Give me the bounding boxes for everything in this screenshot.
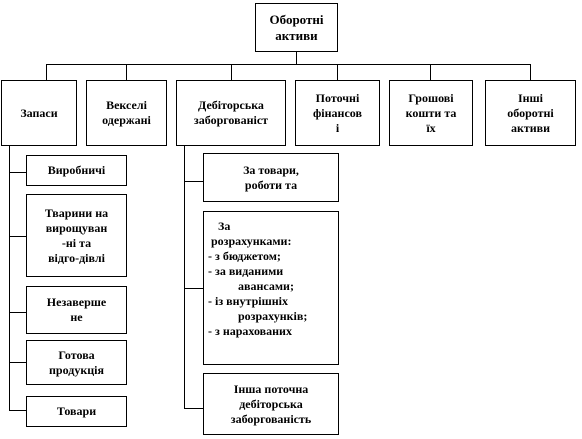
item-heading: За: [218, 219, 231, 233]
root-label-line1: Оборотні: [269, 11, 324, 27]
category-groshovi: Грошові кошти та їх: [389, 80, 473, 146]
category-label: кошти та: [405, 105, 457, 120]
item-label: Інша поточна: [233, 381, 309, 396]
zapasy-item-hotova-produktsiia: Готова продукція: [26, 340, 127, 385]
item-label: -ні та: [61, 235, 92, 250]
category-inshi: Інші оборотні активи: [485, 80, 576, 146]
item-label: відго-дівлі: [48, 250, 105, 265]
item-label: вирощуван: [45, 220, 108, 235]
zapasy-item-tovary: Товари: [26, 396, 127, 427]
item-label: Готова: [58, 347, 95, 362]
category-label: Поточні: [315, 90, 360, 105]
root-label-line2: активи: [275, 27, 318, 43]
item-label: Товари: [56, 404, 97, 418]
category-potochni: Поточні фінансов і: [295, 80, 380, 146]
item-label: роботи та: [244, 177, 298, 192]
item-label: продукція: [49, 362, 104, 377]
category-label: фінансов: [313, 105, 362, 120]
debitor-item-za-tovary: За товари, роботи та: [203, 153, 339, 202]
list-item: - із внутрішніх: [208, 294, 288, 308]
category-label: Запаси: [20, 105, 58, 120]
item-heading: розрахунками:: [211, 234, 292, 248]
root-node: Оборотні активи: [255, 3, 338, 52]
category-label: Грошові: [408, 90, 454, 105]
category-label: їх: [426, 120, 436, 135]
category-label: заборгованіст: [193, 113, 269, 127]
category-label: Дебіторська: [198, 98, 264, 112]
zapasy-item-vyrobnychi: Виробничі: [26, 155, 127, 186]
category-label: оборотні: [507, 105, 554, 120]
category-label: Векселі: [106, 98, 147, 112]
debitor-item-insha: Інша поточна дебіторська заборгованість: [203, 373, 339, 435]
category-label: і: [335, 120, 340, 135]
item-label: Незаверше: [46, 295, 107, 309]
zapasy-item-nezavershene: Незаверше не: [26, 286, 127, 334]
item-label: не: [70, 310, 83, 324]
item-label: дебіторська: [239, 396, 303, 411]
category-zapasy: Запаси: [1, 80, 77, 146]
category-vekseli: Векселі одержані: [86, 80, 167, 146]
category-label: Інші: [517, 90, 544, 105]
zapasy-item-tvaryny: Тварини на вирощуван -ні та відго-дівлі: [26, 194, 127, 277]
list-item: - за виданими: [208, 264, 284, 278]
list-item: розрахунків;: [238, 309, 308, 323]
category-label: активи: [510, 120, 551, 135]
list-item: авансами;: [238, 279, 294, 293]
item-label: За товари,: [243, 162, 299, 177]
list-item: - з бюджетом;: [208, 249, 281, 263]
item-label: Виробничі: [47, 163, 106, 177]
item-label: заборгованість: [230, 411, 312, 426]
debitor-item-za-rozrakhunkamy: За розрахунками: - з бюджетом; - за вида…: [203, 211, 339, 365]
category-label: одержані: [102, 113, 151, 127]
list-item: - з нарахованих: [208, 324, 292, 338]
category-debitorska: Дебіторська заборгованіст: [176, 80, 286, 146]
item-label: Тварини на: [44, 205, 109, 220]
